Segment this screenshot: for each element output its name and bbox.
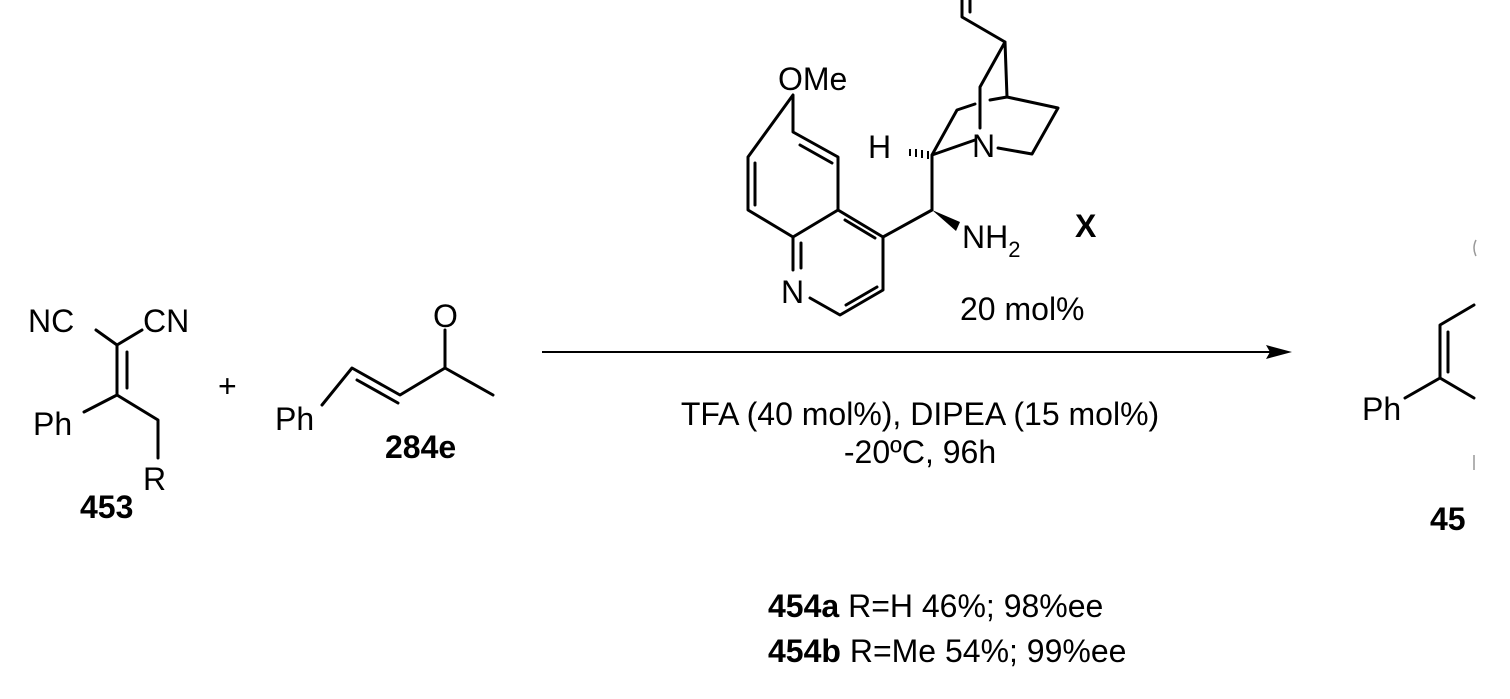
- compound-label-454: 45: [1430, 501, 1466, 537]
- hydrogen-label: H: [868, 129, 891, 165]
- reactant-284e: Ph O 284e: [275, 298, 495, 465]
- nc-group: NC: [28, 303, 74, 339]
- phenyl-label: Ph: [1362, 391, 1401, 427]
- phenyl-label: Ph: [275, 401, 314, 437]
- methoxy-label: OMe: [778, 61, 847, 97]
- compound-label-284e: 284e: [385, 429, 456, 465]
- plus-sign: +: [218, 368, 237, 404]
- amine-label: NH2: [962, 219, 1020, 262]
- reaction-arrow: [542, 345, 1292, 359]
- quinuclidine-nitrogen: N: [972, 128, 995, 164]
- cn-group: CN: [143, 303, 189, 339]
- conditions-reagents: TFA (40 mol%), DIPEA (15 mol%): [681, 396, 1159, 432]
- hashed-bond: [909, 149, 929, 159]
- conditions-temperature-time: -20ºC, 96h: [844, 434, 996, 470]
- catalyst-label-x: X: [1075, 208, 1097, 244]
- r-group: R: [143, 461, 166, 497]
- reactant-453: NC CN Ph R 453: [28, 303, 189, 525]
- catalyst-loading: 20 mol%: [960, 291, 1085, 327]
- product-454: Ph 45: [1362, 239, 1477, 537]
- phenyl-label: Ph: [33, 406, 72, 442]
- catalyst-x: OMe H N N NH2 X 20 mol%: [746, 0, 1097, 327]
- quinoline-nitrogen: N: [781, 274, 804, 310]
- result-454b: 454b R=Me 54%; 99%ee: [768, 633, 1126, 669]
- result-454a: 454a R=H 46%; 98%ee: [768, 588, 1103, 624]
- wedge-bond: [932, 210, 960, 231]
- compound-label-453: 453: [80, 489, 133, 525]
- oxygen-label: O: [433, 298, 458, 334]
